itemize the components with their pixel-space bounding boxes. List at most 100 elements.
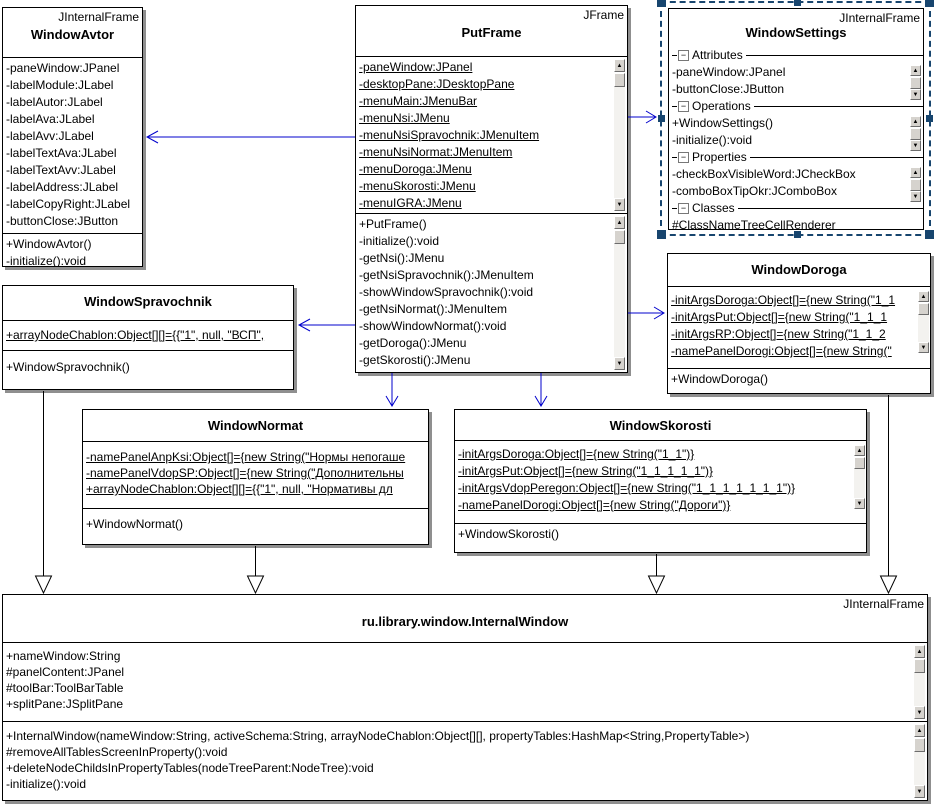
scroll-up-button[interactable]: ▲: [614, 216, 625, 229]
selection-handle[interactable]: [658, 115, 665, 122]
class-title: WindowSettings: [745, 25, 847, 40]
sections-compartment: −Attributes-paneWindow:JPanel-buttonClos…: [669, 45, 923, 229]
class-putframe[interactable]: JFrame PutFrame -paneWindow:JPanel-deskt…: [355, 5, 628, 373]
vertical-scrollbar[interactable]: ▲ ▼: [918, 291, 929, 353]
scrollbar-track[interactable]: [918, 315, 929, 342]
scrollbar-thumb[interactable]: [614, 230, 625, 244]
scroll-up-icon: ▲: [916, 648, 923, 655]
collapse-icon[interactable]: −: [678, 101, 689, 112]
attributes-compartment: -paneWindow:JPanel-desktopPane:JDesktopP…: [356, 56, 627, 213]
class-title: WindowNormat: [207, 418, 304, 433]
association-putframe-windownormat[interactable]: [385, 373, 399, 407]
scroll-down-button[interactable]: ▼: [914, 785, 925, 798]
member-row: -initialize():void: [6, 254, 87, 266]
tree-stub: [672, 208, 677, 209]
vertical-scrollbar[interactable]: ▲ ▼: [910, 116, 921, 151]
scroll-down-icon: ▼: [616, 360, 623, 367]
generalization-windownormat-internalwindow[interactable]: [246, 546, 265, 595]
collapse-icon[interactable]: −: [678, 152, 689, 163]
scrollbar-thumb[interactable]: [914, 659, 925, 673]
class-header: WindowDoroga: [668, 254, 930, 286]
member-row: +splitPane:JSplitPane: [6, 697, 124, 711]
scroll-up-button[interactable]: ▲: [914, 724, 925, 737]
scrollbar-track[interactable]: [914, 673, 925, 706]
member-row: +nameWindow:String: [6, 649, 121, 663]
scroll-down-button[interactable]: ▼: [854, 498, 865, 509]
association-putframe-windowdoroga[interactable]: [628, 306, 665, 320]
selection-handle[interactable]: [794, 0, 801, 6]
association-putframe-windowskorosti[interactable]: [534, 373, 548, 407]
tree-stub: [672, 55, 677, 56]
vertical-scrollbar[interactable]: ▲ ▼: [914, 645, 925, 719]
scrollbar-track[interactable]: [614, 244, 625, 357]
scroll-up-button[interactable]: ▲: [918, 291, 929, 302]
member-row: -initArgsDoroga:Object[]={new String("1_…: [458, 447, 695, 461]
scroll-down-button[interactable]: ▼: [614, 198, 625, 211]
generalization-windowdoroga-internalwindow[interactable]: [879, 395, 898, 595]
vertical-scrollbar[interactable]: ▲ ▼: [614, 216, 625, 370]
scrollbar-track[interactable]: [854, 469, 865, 498]
scroll-up-button[interactable]: ▲: [910, 167, 921, 178]
member-row: -labelCopyRight:JLabel: [6, 197, 131, 211]
class-windowskorosti[interactable]: WindowSkorosti -initArgsDoroga:Object[]=…: [454, 409, 867, 553]
class-header: WindowSpravochnik: [3, 286, 293, 320]
collapse-icon[interactable]: −: [678, 50, 689, 61]
collapse-icon[interactable]: −: [678, 203, 689, 214]
vertical-scrollbar[interactable]: ▲ ▼: [854, 445, 865, 509]
association-putframe-windowavtor[interactable]: [145, 130, 355, 144]
scroll-down-icon: ▼: [912, 193, 919, 200]
association-putframe-windowspravochnik[interactable]: [297, 318, 355, 332]
scroll-up-button[interactable]: ▲: [910, 116, 921, 127]
member-row: -namePanelDorogi:Object[]={new String(": [671, 344, 892, 358]
vertical-scrollbar[interactable]: ▲ ▼: [910, 65, 921, 100]
selection-handle[interactable]: [926, 115, 933, 122]
scrollbar-thumb[interactable]: [914, 738, 925, 752]
scroll-up-icon: ▲: [616, 219, 623, 226]
class-windowavtor[interactable]: JInternalFrame WindowAvtor -paneWindow:J…: [2, 7, 143, 267]
tree-stub: [672, 157, 677, 158]
selection-handle[interactable]: [925, 0, 934, 7]
class-windownormat[interactable]: WindowNormat -namePanelAnpKsi:Object[]={…: [82, 409, 429, 545]
class-windowspravochnik[interactable]: WindowSpravochnik +arrayNodeChablon:Obje…: [2, 285, 294, 390]
generalization-windowskorosti-internalwindow[interactable]: [647, 554, 666, 595]
class-windowdoroga[interactable]: WindowDoroga -initArgsDoroga:Object[]={n…: [667, 253, 931, 394]
generalization-windowspravochnik-internalwindow[interactable]: [34, 391, 53, 595]
scroll-up-icon: ▲: [616, 62, 623, 69]
member-row: +arrayNodeChablon:Object[][]={{"1", null…: [6, 328, 265, 342]
member-row: +deleteNodeChildsInPropertyTables(nodeTr…: [6, 761, 374, 775]
member-row: -paneWindow:JPanel: [359, 60, 473, 74]
section-header: −Classes: [672, 200, 923, 217]
scrollbar-thumb[interactable]: [614, 73, 625, 87]
selection-handle[interactable]: [657, 0, 666, 7]
scroll-down-button[interactable]: ▼: [910, 140, 921, 151]
vertical-scrollbar[interactable]: ▲ ▼: [614, 59, 625, 211]
scroll-down-button[interactable]: ▼: [614, 357, 625, 370]
scrollbar-thumb[interactable]: [910, 179, 921, 191]
association-putframe-windowsettings[interactable]: [628, 110, 657, 124]
scroll-down-button[interactable]: ▼: [910, 89, 921, 100]
scrollbar-thumb[interactable]: [910, 77, 921, 89]
scrollbar-thumb[interactable]: [854, 457, 865, 469]
selection-handle[interactable]: [794, 231, 801, 238]
scrollbar-thumb[interactable]: [918, 303, 929, 315]
vertical-scrollbar[interactable]: ▲ ▼: [914, 724, 925, 798]
scroll-up-button[interactable]: ▲: [614, 59, 625, 72]
member-row: -labelTextAva:JLabel: [6, 146, 117, 160]
scroll-up-icon: ▲: [912, 169, 919, 176]
scroll-down-icon: ▼: [916, 788, 923, 795]
scroll-down-button[interactable]: ▼: [914, 706, 925, 719]
scroll-up-icon: ▲: [916, 727, 923, 734]
selection-handle[interactable]: [657, 230, 666, 239]
class-windowsettings[interactable]: JInternalFrame WindowSettings −Attribute…: [668, 8, 924, 230]
scrollbar-track[interactable]: [914, 752, 925, 785]
scroll-up-button[interactable]: ▲: [910, 65, 921, 76]
selection-handle[interactable]: [925, 230, 934, 239]
scroll-up-button[interactable]: ▲: [854, 445, 865, 456]
scrollbar-track[interactable]: [614, 87, 625, 198]
vertical-scrollbar[interactable]: ▲ ▼: [910, 167, 921, 202]
scroll-down-button[interactable]: ▼: [910, 191, 921, 202]
scrollbar-thumb[interactable]: [910, 128, 921, 140]
scroll-down-button[interactable]: ▼: [918, 342, 929, 353]
class-internalwindow[interactable]: JInternalFrame ru.library.window.Interna…: [2, 594, 928, 801]
scroll-up-button[interactable]: ▲: [914, 645, 925, 658]
